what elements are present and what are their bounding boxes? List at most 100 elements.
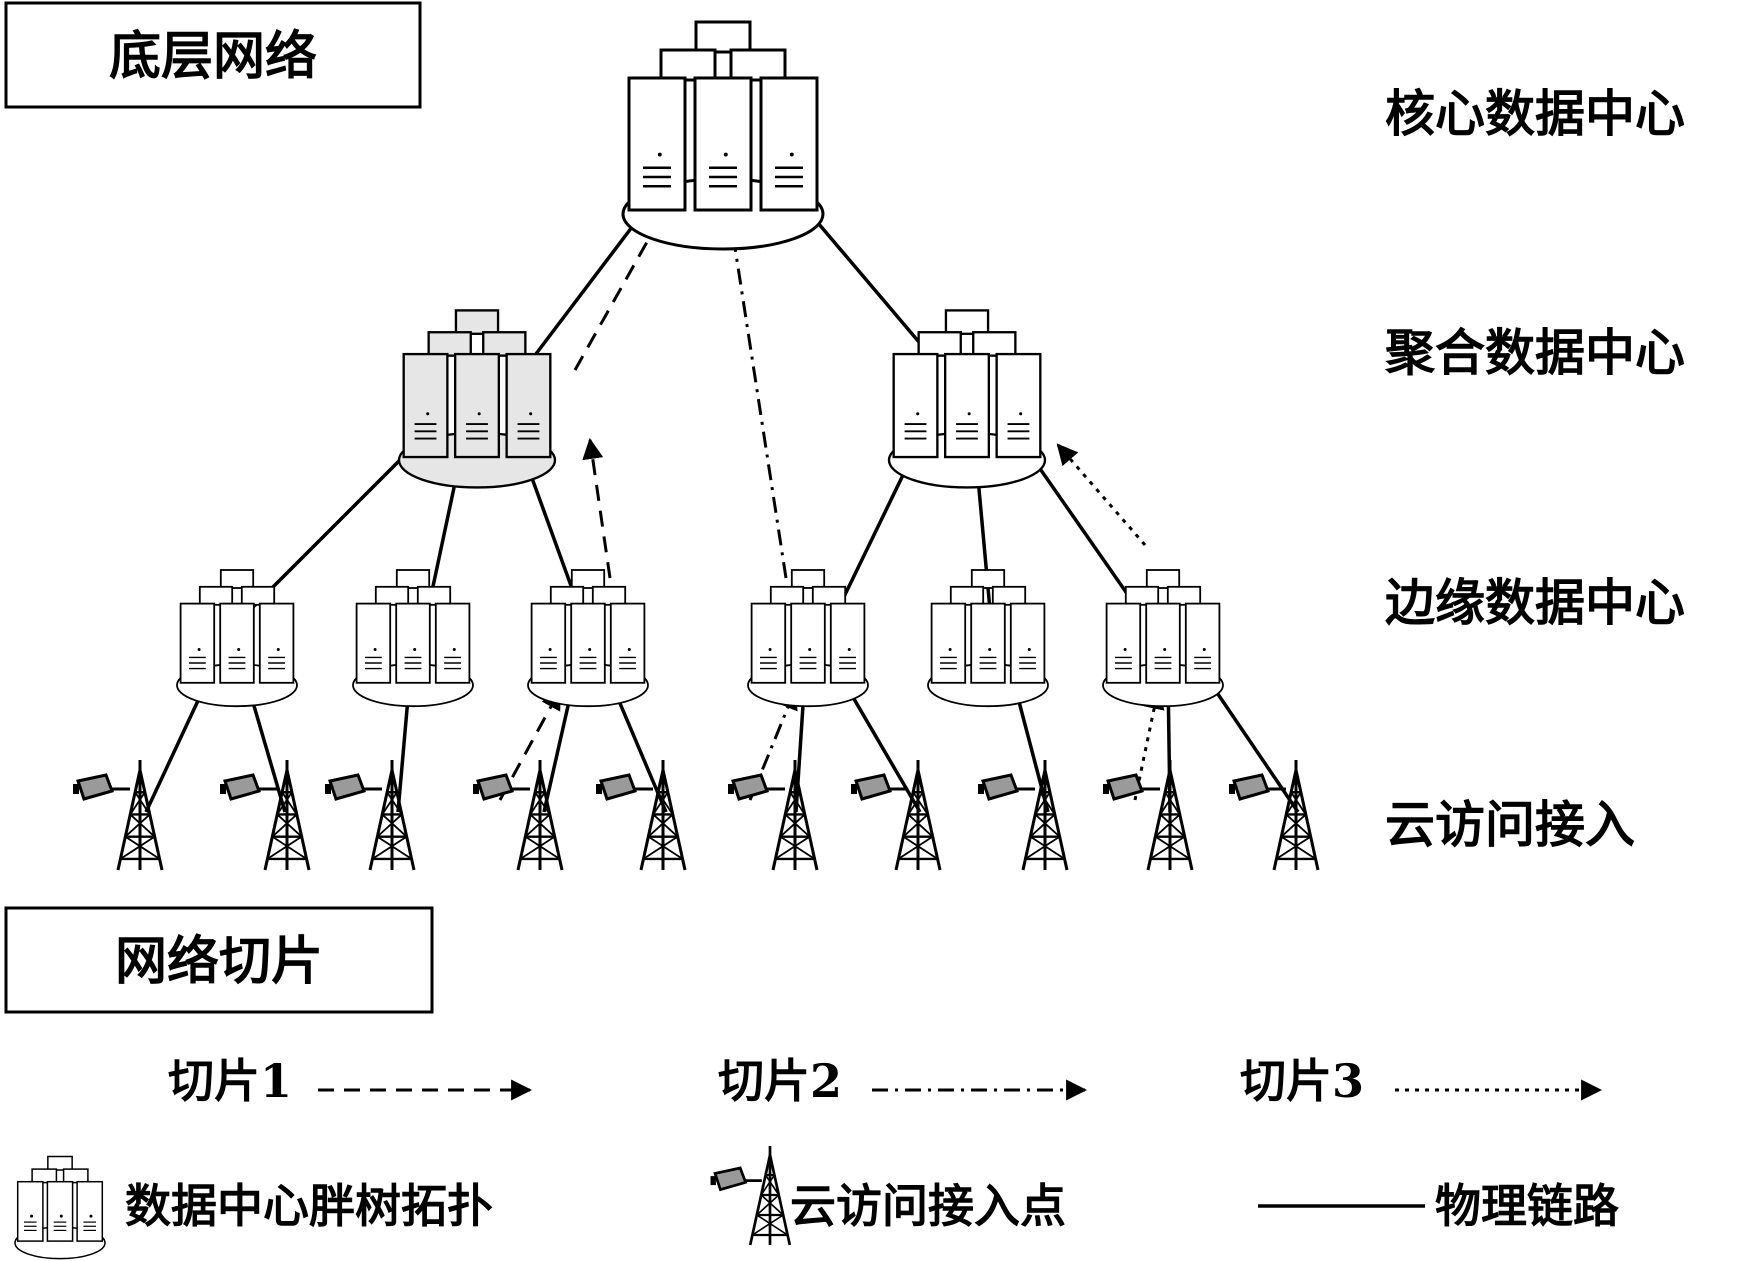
server-led xyxy=(452,648,456,652)
tower-brace xyxy=(1285,791,1302,815)
server-rack xyxy=(16,1180,44,1242)
cloud-access-point xyxy=(325,760,416,871)
access-device-body xyxy=(981,773,1019,801)
legend-slice1-label: 切片1 xyxy=(168,1054,292,1108)
server-led xyxy=(768,648,772,652)
tower-brace xyxy=(266,835,303,860)
server-rack xyxy=(434,602,471,684)
server-led xyxy=(548,648,552,652)
server-rack xyxy=(1184,602,1221,684)
server-led xyxy=(808,648,812,652)
tower-brace xyxy=(907,813,934,838)
server-mid xyxy=(949,585,985,606)
tower-brace xyxy=(1275,835,1312,860)
physical-links xyxy=(144,188,1300,813)
tower-brace xyxy=(271,813,298,838)
access-device-port xyxy=(220,784,226,794)
underlay-section-box: 底层网络 xyxy=(4,1,422,109)
legend-datacenter-glyph xyxy=(14,1155,106,1260)
server-rack xyxy=(693,76,753,212)
slicing-section-box: 网络切片 xyxy=(4,906,434,1014)
tower-brace xyxy=(386,791,403,815)
tower-brace xyxy=(756,1194,780,1216)
level-label-aggregation: 聚合数据中心 xyxy=(1384,323,1685,382)
tower-leg xyxy=(1168,769,1194,871)
server-rack xyxy=(759,76,819,212)
legend-slice2: 切片2 xyxy=(718,1054,1088,1108)
core-data-center xyxy=(621,20,825,251)
access-device-port xyxy=(978,784,984,794)
tower-brace xyxy=(784,813,811,838)
server-rack xyxy=(1009,602,1046,684)
server-rack xyxy=(790,602,826,684)
tower-brace xyxy=(529,791,546,815)
tower-brace xyxy=(119,835,156,860)
access-device-body xyxy=(1232,773,1270,801)
access-device-port xyxy=(596,784,602,794)
server-rack xyxy=(829,602,866,684)
tower-brace xyxy=(1280,813,1307,838)
server-mid xyxy=(659,48,717,82)
server-top xyxy=(395,569,431,589)
server-led xyxy=(1202,648,1206,652)
server-rack xyxy=(219,602,255,684)
server-mid xyxy=(482,331,527,357)
server-led xyxy=(967,412,971,416)
access-device-port xyxy=(73,784,79,794)
server-rack xyxy=(395,602,431,684)
server-led xyxy=(847,648,851,652)
slice1-path-agg-core xyxy=(573,208,667,371)
tower-leg xyxy=(1021,769,1047,871)
tower-brace xyxy=(902,835,939,860)
tower-brace xyxy=(534,791,551,815)
aggregation-data-center-right xyxy=(887,309,1047,489)
legend-link-label: 物理链路 xyxy=(1435,1179,1620,1233)
server-rack xyxy=(943,352,991,459)
tower-brace xyxy=(779,813,806,838)
server-mid xyxy=(991,585,1027,606)
edge-data-center xyxy=(176,569,298,708)
tower-brace xyxy=(1024,835,1061,860)
server-rack xyxy=(609,602,646,684)
tower-brace xyxy=(519,835,556,860)
tower-brace xyxy=(774,835,811,860)
tower-brace xyxy=(1154,813,1181,838)
server-rack xyxy=(46,1180,74,1242)
tower-brace xyxy=(381,791,398,815)
tower-leg xyxy=(390,769,416,871)
tower-brace xyxy=(760,1194,784,1216)
level-label-core: 核心数据中心 xyxy=(1385,84,1685,143)
tower-brace xyxy=(1154,835,1191,860)
server-led xyxy=(657,152,662,157)
access-device-port xyxy=(325,784,331,794)
tower-leg xyxy=(516,769,542,871)
server-led xyxy=(627,648,631,652)
access-device-port xyxy=(1103,784,1109,794)
server-mid xyxy=(416,585,452,606)
server-mid xyxy=(1124,585,1160,606)
tower-brace xyxy=(376,835,413,860)
edge-data-center xyxy=(1102,569,1224,708)
tower-brace xyxy=(371,835,408,860)
tower-brace xyxy=(271,835,308,860)
tower-leg xyxy=(1272,769,1298,871)
cloud-access-point xyxy=(220,760,311,871)
tower-brace xyxy=(1159,813,1186,838)
tower-brace xyxy=(524,835,561,860)
server-led xyxy=(413,648,417,652)
server-rack xyxy=(627,76,687,212)
legend-access-point-icon xyxy=(710,1146,792,1246)
tower-leg xyxy=(1146,769,1172,871)
tower-leg xyxy=(138,769,164,871)
tower-brace xyxy=(129,791,146,815)
tower-brace xyxy=(124,835,161,860)
legend: 切片1 切片2 切片3 数据中心胖树拓扑 云访问接入点 物理链路 xyxy=(14,1054,1620,1260)
tower-leg xyxy=(748,1154,772,1246)
server-led xyxy=(789,152,794,157)
tower-brace xyxy=(1039,791,1056,815)
slice2-path-edge-core xyxy=(722,212,788,579)
tower-brace xyxy=(276,791,293,815)
server-mid xyxy=(549,585,585,606)
